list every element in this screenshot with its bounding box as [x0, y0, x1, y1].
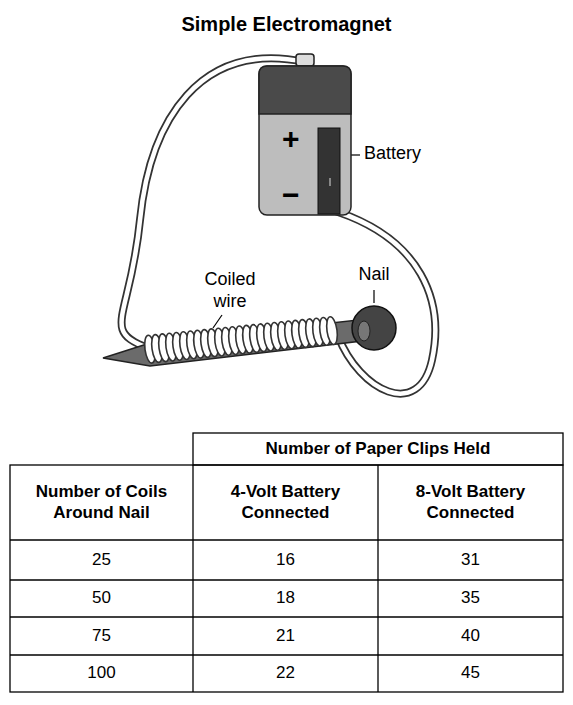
- coil-windings: [143, 316, 339, 364]
- table-grid: [10, 433, 563, 692]
- table-grid: [10, 654, 563, 655]
- leader-line: [213, 315, 222, 328]
- battery-body: +−: [256, 52, 354, 218]
- table-cell: 45: [378, 655, 563, 692]
- table-header: 4-Volt Battery Connected: [193, 465, 378, 540]
- battery-label-strip: [318, 128, 340, 214]
- wire: [338, 212, 435, 394]
- table-grid: [377, 465, 378, 692]
- title: Simple Electromagnet: [0, 12, 573, 36]
- table-grid: [10, 579, 563, 580]
- table-header: Number of Coils Around Nail: [10, 465, 193, 540]
- battery-cap: [259, 66, 351, 114]
- wire: [338, 212, 435, 394]
- table-grid: [10, 616, 563, 617]
- table-cell: 35: [378, 580, 563, 617]
- battery-label-strip: [329, 178, 331, 186]
- negative-sign: −: [282, 180, 300, 210]
- table-cell: 18: [193, 580, 378, 617]
- leader-line: [373, 290, 374, 303]
- table-cell: 25: [10, 540, 193, 580]
- battery-symbol: [256, 52, 354, 218]
- part-label: Coiled wire: [190, 268, 270, 314]
- table-grid: [10, 465, 563, 692]
- battery-terminal: [296, 54, 314, 66]
- table-grid: [10, 539, 563, 540]
- table-cell: 31: [378, 540, 563, 580]
- battery-casing: [259, 66, 351, 215]
- table-cell: 21: [193, 617, 378, 655]
- table-grid: [193, 433, 563, 465]
- table-cell: 16: [193, 540, 378, 580]
- coil-winding: [325, 316, 339, 345]
- table-header: 8-Volt Battery Connected: [378, 465, 563, 540]
- table-cell: 75: [10, 617, 193, 655]
- wire: [122, 58, 436, 393]
- table-cell: 50: [10, 580, 193, 617]
- nail-head: [352, 306, 396, 350]
- part-label: Battery: [362, 143, 452, 167]
- table-cell: 100: [10, 655, 193, 692]
- table-header: Number of Paper Clips Held: [193, 433, 563, 465]
- positive-sign: +: [282, 124, 300, 154]
- part-label: Nail: [349, 264, 399, 288]
- table-cell: 22: [193, 655, 378, 692]
- nail-head: [358, 321, 370, 341]
- table-grid: [192, 465, 193, 692]
- table-cell: 40: [378, 617, 563, 655]
